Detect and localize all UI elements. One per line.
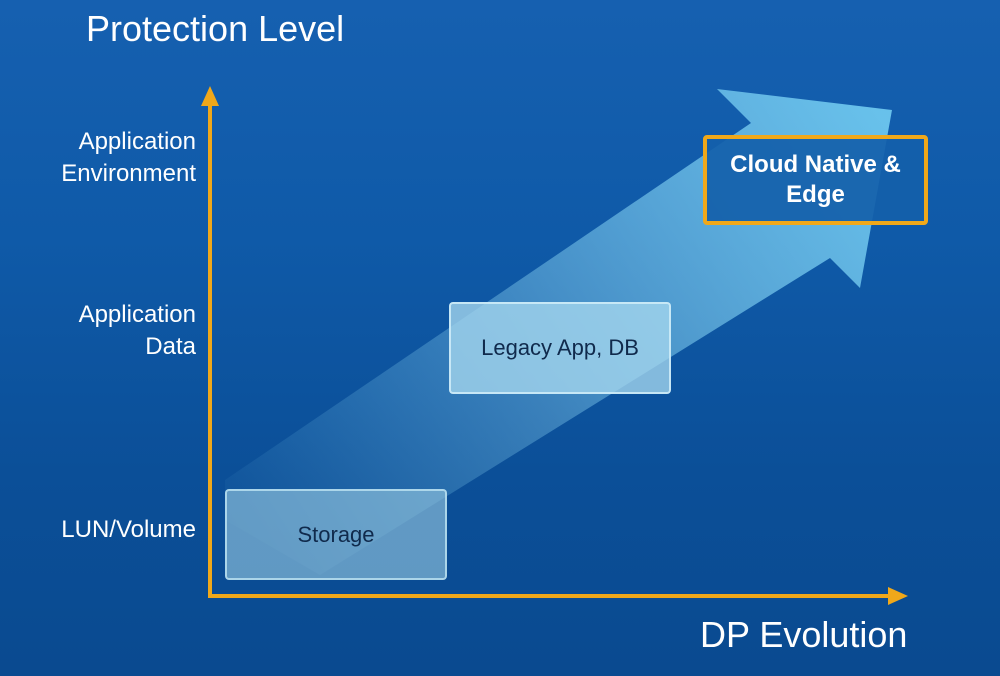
stage-box-legacy: Legacy App, DB <box>449 302 671 394</box>
stage-label-line: Edge <box>786 181 845 208</box>
level-label-line: LUN/Volume <box>61 516 196 543</box>
level-label-line: Application <box>78 301 196 328</box>
x-axis-title: DP Evolution <box>700 614 908 655</box>
stage-label: Legacy App, DB <box>481 335 639 360</box>
level-label-line: Environment <box>61 160 196 187</box>
stage-label-line: Cloud Native & <box>730 151 901 178</box>
level-label-application-data: Application Data <box>16 299 196 363</box>
level-label-line: Data <box>145 333 196 360</box>
level-label-lun-volume: LUN/Volume <box>16 514 196 546</box>
level-label-line: Application <box>78 128 196 155</box>
level-label-application-environment: Application Environment <box>16 126 196 190</box>
stage-box-storage: Storage <box>225 489 447 580</box>
x-axis-arrowhead <box>888 587 908 605</box>
stage-box-cloud-native: Cloud Native & Edge <box>703 135 928 225</box>
y-axis-arrowhead <box>201 86 219 106</box>
stage-label: Storage <box>297 521 375 547</box>
y-axis-title: Protection Level <box>86 8 345 49</box>
